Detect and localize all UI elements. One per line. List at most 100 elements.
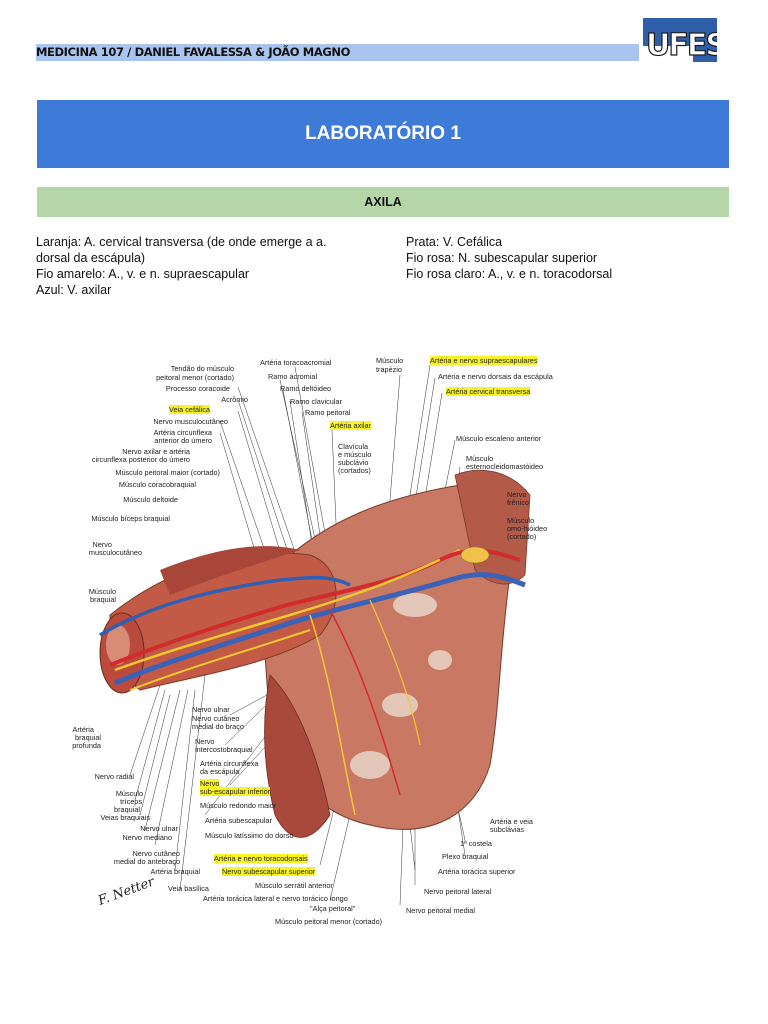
figure-label: Nervo peitoral medial <box>406 906 475 915</box>
figure-label: sub-escapular inferior <box>200 787 271 797</box>
figure-label: Ramo peitoral <box>305 408 351 417</box>
figure-label: medial do antebraço <box>113 857 180 866</box>
highlighted-label: Artéria axilar <box>330 421 371 430</box>
figure-label: Nervo cutâneo <box>192 714 240 723</box>
figure-label: Artéria braquial <box>150 867 200 876</box>
figure-label: Artéria e nervo toracodorsais <box>214 854 308 864</box>
figure-label: Nervo ulnar <box>192 705 230 714</box>
figure-label: intercostobraquial <box>195 745 253 754</box>
figure-label: subclávias <box>490 825 525 834</box>
figure-label: Músculo serrátil anterior <box>255 881 333 890</box>
figure-label: Artéria e nervo dorsais da escápula <box>438 372 553 381</box>
figure-label: Ramo deltóideo <box>280 384 332 393</box>
figure-label: Nervo <box>92 540 112 549</box>
figure-label: trapézio <box>376 365 402 374</box>
legend-line: Fio rosa claro: A., v. e n. toracodorsal <box>406 267 613 281</box>
highlighted-label: Nervo <box>200 779 220 788</box>
highlighted-label: Artéria cervical transversa <box>446 387 531 396</box>
figure-label: Nervo ulnar <box>140 824 178 833</box>
figure-label: Nervo radial <box>94 772 134 781</box>
figure-label: Músculo <box>507 516 535 525</box>
legend-line: Fio amarelo: A., v. e n. supraescapular <box>36 267 250 281</box>
figure-label: Nervo musculocutâneo <box>153 417 228 426</box>
anatomy-drawing: F. Netter <box>95 364 531 909</box>
figure-label: e músculo <box>338 450 372 459</box>
figure-label: Músculo <box>88 587 116 596</box>
figure-label: Músculo redondo maior <box>200 801 277 810</box>
figure-label: Ramo clavicular <box>290 397 342 406</box>
svg-text:F. Netter: F. Netter <box>95 874 157 909</box>
figure-label: Acrômio <box>221 395 248 404</box>
figure-label: braquial <box>75 733 101 742</box>
figure-label: Artéria axilar <box>330 421 371 431</box>
figure-label: Artéria torácica lateral e nervo torácic… <box>203 894 348 903</box>
figure-label: Músculo bíceps braquial <box>91 514 170 523</box>
figure-label: peitoral menor (cortado) <box>156 373 234 382</box>
section-title: AXILA <box>364 195 402 209</box>
figure-label: Veias braquiais <box>100 813 151 822</box>
figure-label: anterior do úmero <box>154 436 212 445</box>
figure-label: Artéria torácica superior <box>438 867 516 876</box>
figure-label: Plexo braquial <box>442 852 489 861</box>
figure-label: Nervo <box>200 779 220 789</box>
figure-label: Músculo <box>115 789 143 798</box>
figure-label: Nervo mediano <box>122 833 172 842</box>
figure-label: Veia cefálica <box>169 405 210 415</box>
figure-label: 1ª costela <box>460 839 492 848</box>
axilla-illustration: F. Netter Artéria toracoacromial Ramo ac… <box>70 345 590 935</box>
figure-label: Nervo axilar e artéria <box>122 447 190 456</box>
figure-label: Nervo <box>195 737 215 746</box>
header-title: MEDICINA 107 / DANIEL FAVALESSA & JOÃO M… <box>36 45 350 59</box>
figure-label: Artéria circunflexa <box>153 428 212 437</box>
figure-label: Nervo subescapular superior <box>222 867 316 877</box>
header-bar <box>36 44 639 61</box>
highlighted-label: Artéria e nervo supraescapulares <box>430 356 538 365</box>
highlighted-label: sub-escapular inferior <box>200 787 271 796</box>
figure-label: tríceps <box>120 797 142 806</box>
figure-label: braquial <box>90 595 116 604</box>
figure-label: Músculo <box>466 454 494 463</box>
figure-label: Artéria cervical transversa <box>446 387 531 397</box>
figure-label: Músculo escaleno anterior <box>456 434 542 443</box>
figure-label: Ramo acromial <box>268 372 318 381</box>
figure-label: Músculo deltoide <box>123 495 178 504</box>
figure-label: frênico <box>507 498 529 507</box>
highlighted-label: Artéria e nervo toracodorsais <box>214 854 308 863</box>
legend-line: Laranja: A. cervical transversa (de onde… <box>36 235 327 249</box>
figure-label: esternocleidomastóideo <box>466 462 544 471</box>
legend-line: Fio rosa: N. subescapular superior <box>406 251 598 265</box>
figure-label: Processo coracoide <box>165 384 230 393</box>
svg-text:UFES: UFES <box>646 28 717 62</box>
figure-label: Músculo latíssimo do dorso <box>205 831 294 840</box>
section-banner: AXILA <box>37 187 729 217</box>
figure-label: (cortados) <box>338 466 371 475</box>
figure-label: Artéria <box>72 725 95 734</box>
lab-title: LABORATÓRIO 1 <box>305 123 461 144</box>
highlighted-label: Veia cefálica <box>169 405 210 414</box>
figure-label: Clavícula <box>338 442 369 451</box>
ufes-logo: UFES <box>643 18 728 64</box>
figure-label: braquial <box>114 805 140 814</box>
figure-label: Músculo coracobraquial <box>118 480 196 489</box>
legend-left: Laranja: A. cervical transversa (de onde… <box>36 234 356 298</box>
figure-label: Nervo <box>507 490 527 499</box>
legend-line: Prata: V. Cefálica <box>406 235 503 249</box>
figure-label: Tendão do músculo <box>170 364 234 373</box>
figure-label: profunda <box>72 741 101 750</box>
figure-label: circunflexa posterior do úmero <box>91 455 190 464</box>
figure-label: Nervo peitoral lateral <box>424 887 492 896</box>
highlighted-label: Nervo subescapular superior <box>222 867 316 876</box>
figure-label: Músculo peitoral maior (cortado) <box>115 468 220 477</box>
figure-label: Músculo <box>376 356 404 365</box>
legend-right: Prata: V. Cefálica Fio rosa: N. subescap… <box>406 234 736 282</box>
figure-label: Nervo cutâneo <box>132 849 180 858</box>
figure-label: subclávio <box>338 458 369 467</box>
figure-label: "Alça peitoral" <box>310 904 356 913</box>
lab-title-banner: LABORATÓRIO 1 <box>37 100 729 168</box>
figure-label: medial do braço <box>192 722 244 731</box>
figure-label: Artéria circunflexa <box>200 759 259 768</box>
figure-label: Veia basílica <box>168 884 209 893</box>
figure-label: Artéria e veia <box>490 817 533 826</box>
figure-label: omo-hióideo <box>507 524 548 533</box>
figure-label: Músculo peitoral menor (cortado) <box>275 917 383 926</box>
